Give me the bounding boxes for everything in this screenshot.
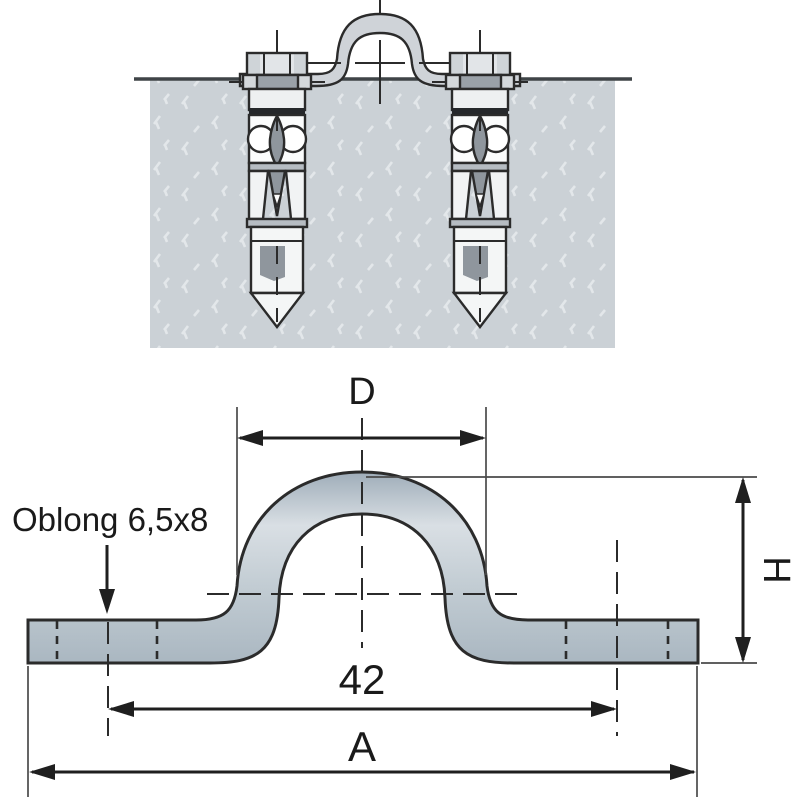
dimension-42: 42 <box>108 656 617 717</box>
oblong-annotation: Oblong 6,5x8 <box>12 501 208 614</box>
dimension-h: H <box>366 476 797 664</box>
arch-centerlines <box>308 0 450 104</box>
dim-h-label: H <box>755 556 797 583</box>
dim-d-label: D <box>348 371 375 413</box>
profile-centerlines <box>107 418 618 736</box>
oblong-note-label: Oblong 6,5x8 <box>12 501 208 538</box>
oblong-hole-hidden-edges <box>55 621 670 662</box>
concrete-block <box>150 80 615 348</box>
installation-view <box>134 0 632 348</box>
clamp-profile <box>26 470 700 665</box>
dimension-d: D <box>236 371 487 575</box>
hole-spacing-label: 42 <box>339 656 386 703</box>
dimension-a: A <box>27 666 698 797</box>
dimension-view: D H 42 A Oblong 6,5x8 <box>12 371 797 797</box>
dim-a-label: A <box>348 723 376 770</box>
